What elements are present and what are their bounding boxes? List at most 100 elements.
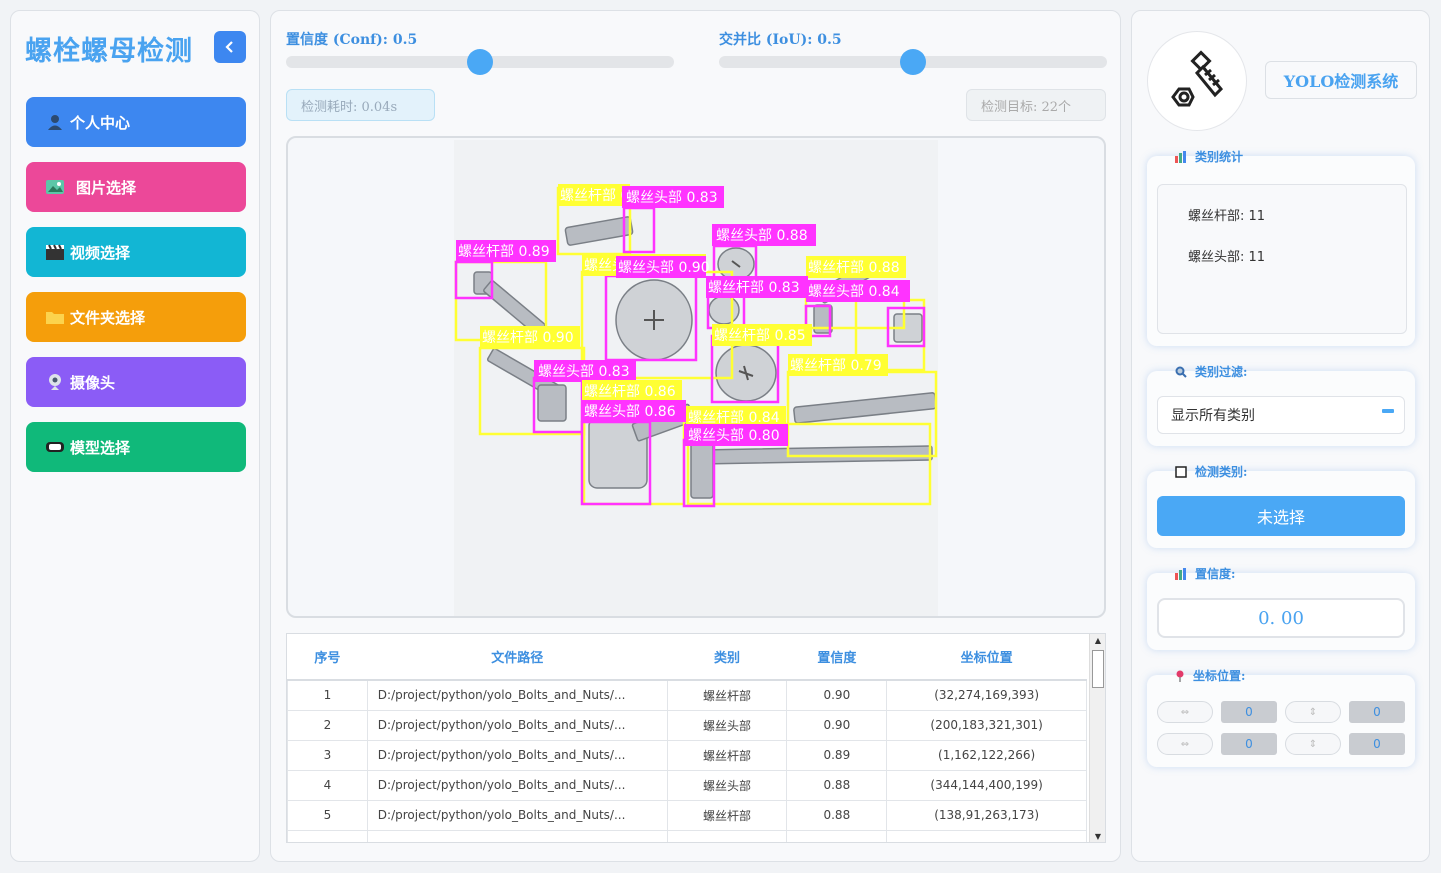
cell-path: D:/project/python/yolo_Bolts_and_Nuts/..… — [366, 679, 668, 711]
cell-path: D:/project/python/yolo_Bolts_and_Nuts/..… — [366, 799, 668, 831]
app-logo — [1147, 31, 1247, 131]
folder-icon — [44, 308, 66, 326]
scroll-down-arrow-icon[interactable]: ▼ — [1094, 832, 1102, 841]
ymax-value: 0 — [1349, 733, 1405, 755]
table-header-row: 序号 文件路径 类别 置信度 坐标位置 — [287, 634, 1087, 681]
iou-slider-label: 交并比 (IoU): 0.5 — [719, 32, 842, 48]
card-title: 检测类别: — [1175, 463, 1247, 480]
class-filter-value: 显示所有类别 — [1171, 408, 1255, 424]
category-stats-list: 螺丝杆部: 11 螺丝头部: 11 — [1157, 184, 1407, 334]
cell-confidence: 0.88 — [786, 799, 888, 831]
results-table: 序号 文件路径 类别 置信度 坐标位置 1 D:/project/python/… — [286, 633, 1106, 843]
iou-slider-thumb[interactable] — [900, 49, 926, 75]
column-header[interactable]: 文件路径 — [367, 634, 668, 681]
image-icon — [44, 178, 66, 196]
ymax-label-icon: ⇕ — [1285, 733, 1341, 755]
nav-model-select-button[interactable]: 模型选择 — [26, 422, 246, 472]
cell-path: D:/project/python/yolo_Bolts_and_Nuts/..… — [366, 769, 668, 801]
nav-label: 个人中心 — [70, 113, 131, 132]
conf-slider[interactable] — [286, 49, 674, 75]
cell-class: 螺丝杆部 — [666, 799, 788, 831]
cell-coords: (200,183,321,301) — [886, 709, 1087, 741]
detection-label: 螺丝杆部 0.83 — [708, 280, 800, 296]
detection-label: 螺丝杆部 0.88 — [808, 260, 900, 276]
cell-coords: (344,144,400,199) — [886, 769, 1087, 801]
nav-label: 模型选择 — [70, 438, 131, 457]
table-row[interactable]: 3 D:/project/python/yolo_Bolts_and_Nuts/… — [287, 739, 1087, 771]
detection-class-button[interactable]: 未选择 — [1157, 496, 1405, 536]
bar-chart-icon — [1175, 150, 1187, 163]
card-title: 类别过滤: — [1175, 363, 1247, 380]
pushpin-icon — [1175, 670, 1185, 682]
main-panel: 置信度 (Conf): 0.5 交并比 (IoU): 0.5 检测耗时: 0.0… — [270, 10, 1121, 862]
clapperboard-icon — [44, 243, 66, 261]
class-filter-select[interactable]: 显示所有类别 — [1157, 396, 1405, 434]
sidebar: 螺栓螺母检测 个人中心 图片选择 视频选择 文件夹选择 摄像头 模型选择 — [10, 10, 260, 862]
table-scrollbar[interactable]: ▲ ▼ — [1089, 634, 1105, 842]
detection-labels: 螺丝杆部 0.88 螺丝头部 0.83 螺丝头部 0.88 螺丝杆部 0.89 … — [456, 184, 910, 446]
cell-class: 螺丝头部 — [666, 769, 788, 801]
scroll-up-arrow-icon[interactable]: ▲ — [1094, 636, 1102, 645]
cell-confidence: 0.88 — [786, 769, 888, 801]
cell-coords: (1,162,122,266) — [886, 739, 1087, 771]
detection-label: 螺丝杆部 0.79 — [790, 358, 882, 374]
nav-personal-center-button[interactable]: 个人中心 — [26, 97, 246, 147]
detection-label: 螺丝头部 0.88 — [716, 228, 808, 244]
dropdown-caret-icon — [1382, 409, 1394, 413]
right-panel: YOLO检测系统 类别统计 螺丝杆部: 11 螺丝头部: 11 类别过滤: 显示… — [1131, 10, 1430, 862]
ymin-value: 0 — [1349, 701, 1405, 723]
nav-video-select-button[interactable]: 视频选择 — [26, 227, 246, 277]
detection-label: 螺丝杆部 0.85 — [714, 328, 806, 344]
detection-label: 螺丝头部 0.86 — [584, 404, 676, 420]
cell-class: 螺丝杆部 — [666, 679, 788, 711]
column-header[interactable]: 坐标位置 — [886, 634, 1087, 681]
ymin-label-icon: ⇕ — [1285, 701, 1341, 723]
column-header[interactable]: 置信度 — [786, 634, 887, 681]
nav-camera-button[interactable]: 摄像头 — [26, 357, 246, 407]
iou-slider[interactable] — [719, 49, 1107, 75]
detection-image-frame: 螺丝杆部 0.88 螺丝头部 0.83 螺丝头部 0.88 螺丝杆部 0.89 … — [286, 136, 1106, 618]
collapse-sidebar-button[interactable] — [214, 31, 246, 63]
cell-index: 1 — [287, 679, 368, 711]
nav-label: 图片选择 — [76, 178, 137, 197]
cell-path: D:/project/python/yolo_Bolts_and_Nuts/..… — [366, 709, 668, 741]
table-row[interactable]: 1 D:/project/python/yolo_Bolts_and_Nuts/… — [287, 679, 1087, 711]
magnifier-icon — [1175, 366, 1187, 378]
table-row[interactable] — [287, 829, 1087, 842]
card-title: 置信度: — [1175, 565, 1235, 582]
xmin-value: 0 — [1221, 701, 1277, 723]
nav-image-select-button[interactable]: 图片选择 — [26, 162, 246, 212]
table-row[interactable]: 4 D:/project/python/yolo_Bolts_and_Nuts/… — [287, 769, 1087, 801]
cell-class: 螺丝杆部 — [666, 739, 788, 771]
class-filter-card: 类别过滤: 显示所有类别 — [1147, 365, 1415, 446]
xmin-label-icon: ⇔ — [1157, 701, 1213, 723]
table-row[interactable]: 2 D:/project/python/yolo_Bolts_and_Nuts/… — [287, 709, 1087, 741]
confidence-value: 0. 00 — [1157, 598, 1405, 638]
xmax-value: 0 — [1221, 733, 1277, 755]
detection-label: 螺丝头部 0.84 — [808, 284, 900, 300]
table-row[interactable]: 5 D:/project/python/yolo_Bolts_and_Nuts/… — [287, 799, 1087, 831]
conf-slider-thumb[interactable] — [467, 49, 493, 75]
scrollbar-thumb[interactable] — [1092, 650, 1104, 688]
column-header[interactable]: 类别 — [667, 634, 787, 681]
checkbox-icon — [1175, 465, 1187, 478]
stat-item: 螺丝头部: 11 — [1188, 250, 1266, 265]
nav-label: 文件夹选择 — [70, 308, 146, 327]
cell-confidence: 0.89 — [786, 739, 888, 771]
chevron-left-icon — [225, 41, 233, 53]
app-title: 螺栓螺母检测 — [25, 36, 193, 67]
detection-label: 螺丝杆部 0.90 — [482, 330, 574, 346]
detection-result-image: 螺丝杆部 0.88 螺丝头部 0.83 螺丝头部 0.88 螺丝杆部 0.89 … — [454, 140, 938, 616]
cell-index: 3 — [287, 739, 368, 771]
nav-folder-select-button[interactable]: 文件夹选择 — [26, 292, 246, 342]
column-header[interactable]: 序号 — [287, 634, 368, 681]
cell-coords: (138,91,263,173) — [886, 799, 1087, 831]
detection-label: 螺丝头部 0.83 — [626, 190, 718, 206]
card-title: 类别统计 — [1175, 148, 1243, 165]
confidence-card: 置信度: 0. 00 — [1147, 567, 1415, 650]
cell-index: 5 — [287, 799, 368, 831]
bar-chart-icon — [1175, 567, 1187, 580]
detection-label: 螺丝杆部 0.89 — [458, 244, 550, 260]
cell-index: 4 — [287, 769, 368, 801]
cell-index: 2 — [287, 709, 368, 741]
